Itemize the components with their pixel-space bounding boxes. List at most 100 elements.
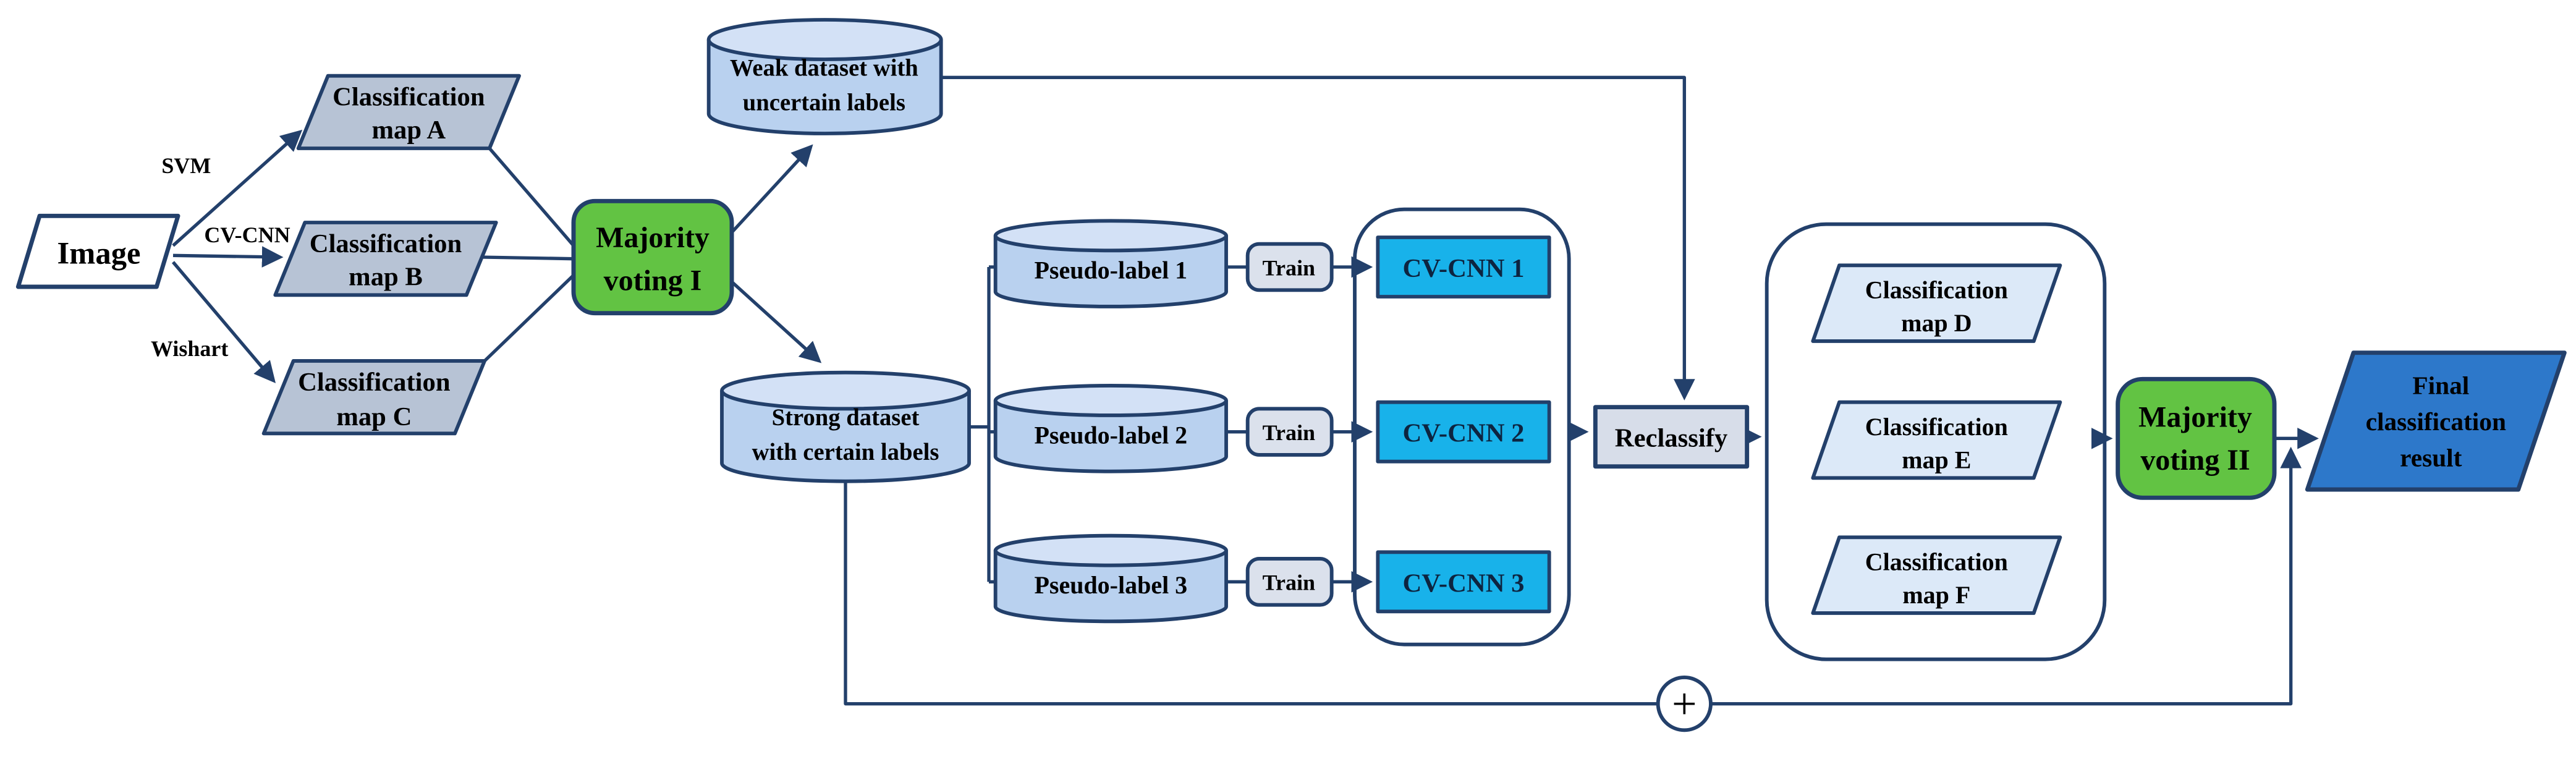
image-parallelogram	[15, 213, 180, 289]
cv-cnn-3-label: CV-CNN 3	[1402, 569, 1524, 598]
pseudo-label-3-label: Pseudo-label 3	[1034, 571, 1187, 599]
map-d-parallelogram	[1811, 263, 2062, 343]
cv-cnn-group: CV-CNN 1 CV-CNN 2 CV-CNN 3	[1353, 207, 1571, 647]
pseudo-label-2-node: Pseudo-label 2	[993, 384, 1228, 473]
map-a-label-line2: map A	[371, 116, 446, 145]
edge-mv1-to-weak	[731, 144, 813, 234]
weak-dataset-cylinder-body	[706, 39, 943, 135]
plus-icon: +	[1672, 679, 1697, 729]
classification-map-c-node: Classification map C	[261, 359, 486, 436]
cv-cnn-container	[1353, 207, 1571, 647]
strong-dataset-line2: with certain labels	[752, 439, 939, 465]
weak-dataset-line2: uncertain labels	[743, 90, 905, 116]
weak-dataset-node: Weak dataset with uncertain labels	[706, 18, 943, 135]
map-e-label-line2: map E	[1902, 446, 1971, 473]
pseudo-label-1-cylinder-top	[993, 219, 1228, 253]
edge-label-svm: SVM	[161, 153, 211, 178]
pseudo-label-1-cylinder-body	[993, 235, 1228, 308]
edges	[171, 75, 2319, 706]
classification-map-b-node: Classification map B	[273, 221, 498, 297]
majority-voting-2-box	[2116, 376, 2277, 500]
map-a-parallelogram	[296, 74, 521, 150]
strong-dataset-line1: Strong dataset	[772, 405, 920, 431]
sum-circle	[1656, 676, 1713, 732]
edge-image-to-map-b	[172, 246, 284, 268]
final-result-node: Final classification result	[2305, 350, 2567, 492]
weak-dataset-line1: Weak dataset with	[730, 56, 918, 82]
map-d-label-line1: Classification	[1865, 276, 2008, 304]
reclassify-node: Reclassify	[1593, 405, 1750, 469]
maps-def-container	[1765, 222, 2107, 661]
edge-weak-to-reclassify	[941, 75, 1695, 401]
reclassify-box	[1593, 405, 1750, 469]
strong-dataset-cylinder-body	[720, 390, 971, 483]
map-b-label-line1: Classification	[310, 229, 462, 258]
pseudo-label-1-label: Pseudo-label 1	[1034, 257, 1187, 284]
classification-map-a-node: Classification map A	[296, 74, 521, 150]
edge-label-wishart: Wishart	[151, 336, 228, 361]
pseudo-label-2-cylinder-body	[993, 400, 1228, 473]
pseudo-label-1-node: Pseudo-label 1	[993, 219, 1228, 308]
map-c-label-line2: map C	[336, 402, 412, 431]
majority-voting-2-node: Majority voting II	[2116, 376, 2277, 500]
edge-labels: SVM CV-CNN Wishart	[151, 153, 290, 361]
pseudo-label-3-node: Pseudo-label 3	[993, 533, 1228, 624]
train-2-box	[1245, 407, 1334, 457]
final-result-line1: Final	[2412, 371, 2469, 399]
map-e-label-line1: Classification	[1865, 413, 2008, 441]
pseudo-label-3-cylinder-top	[993, 533, 1228, 567]
train-3-label: Train	[1263, 570, 1315, 595]
map-b-parallelogram	[273, 221, 498, 297]
cv-cnn-1-label: CV-CNN 1	[1402, 254, 1524, 283]
cv-cnn-3-box	[1376, 550, 1551, 614]
edge-map-a-to-mv1	[488, 147, 575, 247]
final-result-parallelogram	[2305, 350, 2567, 492]
strong-dataset-cylinder-top	[720, 370, 971, 411]
edge-strong-to-sum	[844, 481, 1658, 706]
majority-voting-2-line1: Majority	[2138, 401, 2252, 434]
train-2-label: Train	[1263, 420, 1315, 445]
image-label: Image	[57, 236, 140, 271]
train-1-node: Train	[1245, 242, 1334, 292]
weak-dataset-cylinder-top	[706, 18, 943, 61]
pseudo-label-2-cylinder-top	[993, 384, 1228, 417]
cv-cnn-2-label: CV-CNN 2	[1402, 419, 1524, 448]
map-c-parallelogram	[261, 359, 486, 436]
map-f-label-line1: Classification	[1865, 548, 2008, 576]
train-1-label: Train	[1263, 255, 1315, 280]
map-f-label-line2: map F	[1902, 581, 1970, 609]
train-3-node: Train	[1245, 557, 1334, 607]
edge-image-to-map-a	[172, 129, 303, 247]
map-e-parallelogram	[1811, 400, 2062, 480]
edge-mv1-to-strong	[731, 281, 822, 363]
map-b-label-line2: map B	[349, 262, 423, 291]
edge-map-b-to-mv1	[481, 255, 574, 261]
edge-sum-to-junction	[1710, 446, 2302, 706]
final-result-line2: classification	[2366, 407, 2506, 436]
majority-voting-1-box	[571, 198, 734, 316]
pseudo-label-2-label: Pseudo-label 2	[1034, 421, 1187, 449]
edge-image-to-map-c	[171, 261, 276, 383]
cv-cnn-1-box	[1376, 235, 1551, 299]
majority-voting-1-line2: voting I	[604, 264, 702, 297]
edge-label-cv-cnn: CV-CNN	[204, 223, 290, 247]
majority-voting-2-line2: voting II	[2140, 444, 2250, 477]
classification-maps-def-group: Classification map D Classification map …	[1765, 222, 2107, 661]
map-f-parallelogram	[1811, 535, 2062, 615]
strong-dataset-node: Strong dataset with certain labels	[720, 370, 971, 483]
image-node: Image	[15, 213, 180, 289]
cv-cnn-2-box	[1376, 400, 1551, 464]
map-c-label-line1: Classification	[298, 368, 451, 397]
map-a-label-line1: Classification	[333, 83, 485, 112]
map-d-label-line2: map D	[1901, 309, 1972, 337]
train-3-box	[1245, 557, 1334, 607]
train-1-box	[1245, 242, 1334, 292]
sum-node: +	[1656, 676, 1713, 732]
edge-map-c-to-mv1	[483, 274, 575, 362]
final-result-line3: result	[2400, 444, 2462, 472]
reclassify-label: Reclassify	[1615, 424, 1727, 453]
majority-voting-1-node: Majority voting I	[571, 198, 734, 316]
majority-voting-1-line1: Majority	[596, 221, 710, 254]
